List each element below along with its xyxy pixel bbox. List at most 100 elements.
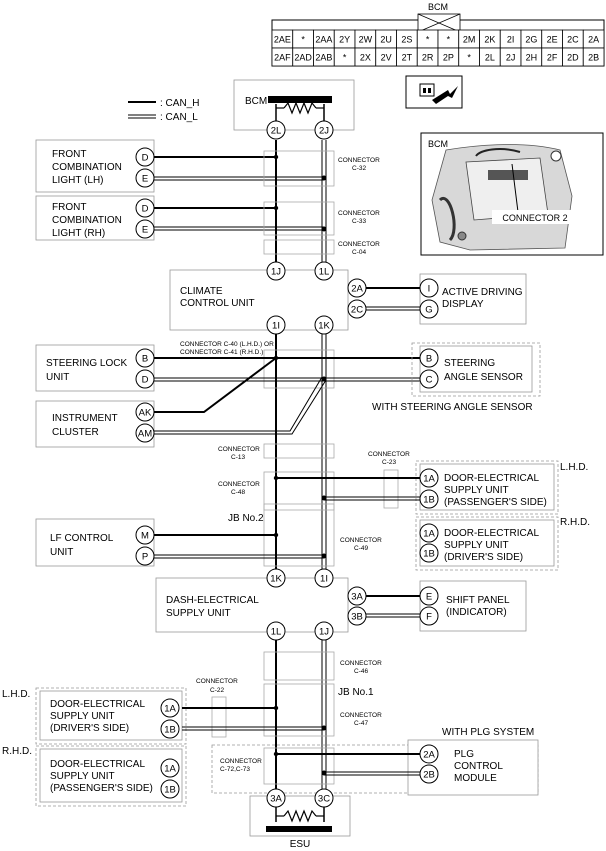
c47-line2: C-47 <box>354 720 368 727</box>
pin-esu-3c: 3C <box>318 794 330 805</box>
c04-line1: CONNECTOR <box>338 241 380 248</box>
front-lh-line1: FRONT <box>52 149 86 160</box>
connector-c13: CONNECTOR C-13 <box>218 443 335 461</box>
bcm-photo-callout: CONNECTOR 2 <box>502 213 567 223</box>
pin-bcm-l: 2J <box>319 126 329 137</box>
connector-c46: CONNECTOR C-46 <box>263 651 382 681</box>
dash-electrical-supply-unit: DASH-ELECTRICAL SUPPLY UNIT 1K 1I 1L 1J … <box>155 568 367 641</box>
bcm-pin-label: 2AD <box>294 53 312 63</box>
c47-line1: CONNECTOR <box>340 712 382 719</box>
bcm-pin-label: 2R <box>422 53 434 63</box>
bcm-pin-label: 2D <box>567 53 579 63</box>
pin-ddt-1a: 1A <box>423 529 435 540</box>
c49-line1: CONNECTOR <box>340 537 382 544</box>
connector-c32-label: CONNECTOR C-32 <box>338 157 380 172</box>
steering-angle-note: WITH STEERING ANGLE SENSOR <box>372 402 533 413</box>
pin-cl-1l: 1L <box>319 267 330 278</box>
legend: : CAN_H : CAN_L <box>128 98 199 123</box>
pin-sa-b: B <box>426 354 432 365</box>
door-pb-line3: (PASSENGER'S SIDE) <box>50 783 153 794</box>
climate-control-unit: CLIMATE CONTROL UNIT 1J 1L 1I 1K 2A 2C <box>169 261 367 335</box>
pin-cl-2a: 2A <box>351 284 363 295</box>
c40-line1: CONNECTOR C-40 (L.H.D.) OR <box>180 341 274 348</box>
pin-ddt-1b: 1B <box>423 549 435 560</box>
bcm-pin-label: 2Y <box>339 35 350 45</box>
pin-lf-p: P <box>142 552 148 563</box>
bcm-pin-label: 2L <box>485 53 495 63</box>
pin-plg-2a: 2A <box>423 750 435 761</box>
pin-dpb-1b: 1B <box>164 785 176 796</box>
c32-line1: CONNECTOR <box>338 157 380 164</box>
steering-lock-line2: UNIT <box>46 372 69 383</box>
pin-lf-m: M <box>141 531 149 542</box>
plg-line2: CONTROL <box>454 761 503 772</box>
door-pb-line1: DOOR-ELECTRICAL <box>50 759 145 770</box>
legend-can-h: : CAN_H <box>160 98 199 109</box>
c33-line2: C-33 <box>352 218 366 225</box>
junction-block-1: JB No.1 CONNECTOR C-47 <box>263 683 382 737</box>
lf-control-unit: LF CONTROL UNIT M P <box>35 518 324 567</box>
pin-frh-d: D <box>142 204 149 215</box>
c48-line1: CONNECTOR <box>218 481 260 488</box>
c22-line1: CONNECTOR <box>196 678 238 685</box>
front-rh-line3: LIGHT (RH) <box>52 228 105 239</box>
pin-cl-2c: 2C <box>351 305 363 316</box>
rhd-label-bottom: R.H.D. <box>2 746 32 757</box>
door-db-line1: DOOR-ELECTRICAL <box>50 699 145 710</box>
bcm-pin-label: 2I <box>507 35 515 45</box>
esu-label: ESU <box>290 839 311 850</box>
pin-sl-d: D <box>142 375 149 386</box>
pin-cl-1k: 1K <box>318 321 330 332</box>
lf-control-line2: UNIT <box>50 547 73 558</box>
plg-note: WITH PLG SYSTEM <box>442 727 534 738</box>
steering-lock-line1: STEERING LOCK <box>46 358 127 369</box>
pin-ddb-1a: 1A <box>164 704 176 715</box>
c72-line1: CONNECTOR <box>220 758 262 765</box>
connector-c23: CONNECTOR C-23 <box>368 451 410 509</box>
door-pt-line2: SUPPLY UNIT <box>444 485 509 496</box>
dash-supply-line2: SUPPLY UNIT <box>166 608 231 619</box>
pin-sl-b: B <box>142 354 148 365</box>
front-lh-line3: LIGHT (LH) <box>52 175 104 186</box>
legend-can-l: : CAN_L <box>160 112 198 123</box>
pin-ds-1j: 1J <box>319 627 329 638</box>
pin-dpt-1a: 1A <box>423 474 435 485</box>
pin-sa-c: C <box>426 375 433 386</box>
bcm-pin-label: 2A <box>588 35 599 45</box>
lf-control-line1: LF CONTROL <box>50 533 114 544</box>
jb2-label: JB No.2 <box>228 513 264 524</box>
pin-ad-g: G <box>425 305 432 316</box>
bcm-pin-label: 2M <box>463 35 476 45</box>
climate-line2: CONTROL UNIT <box>180 298 255 309</box>
pin-ds-3b: 3B <box>351 612 363 623</box>
steering-angle-sensor: B C STEERING ANGLE SENSOR WITH STEERING … <box>372 342 541 413</box>
c72-line2: C-72,C-73 <box>220 766 250 773</box>
pin-sp-e: E <box>426 592 432 603</box>
steering-angle-line1: STEERING <box>444 358 495 369</box>
connector-c40-label: CONNECTOR C-40 (L.H.D.) OR CONNECTOR C-4… <box>180 341 335 389</box>
door-pt-line3: (PASSENGER'S SIDE) <box>444 497 547 508</box>
pin-dpt-1b: 1B <box>423 495 435 506</box>
esu-module: 3A 3C ESU <box>249 788 351 850</box>
pin-plg-2b: 2B <box>423 770 435 781</box>
bcm-pin-label: * <box>343 53 347 63</box>
bcm-pin-label: 2U <box>380 35 392 45</box>
bcm-pin-label: 2AF <box>274 53 291 63</box>
active-driving-line1: ACTIVE DRIVING <box>442 287 523 298</box>
connector-c48: CONNECTOR C-48 <box>218 471 335 511</box>
connector-c22: CONNECTOR C-22 <box>196 678 238 738</box>
pin-ds-1l: 1L <box>271 627 282 638</box>
door-dt-line1: DOOR-ELECTRICAL <box>444 528 539 539</box>
front-lh-line2: COMBINATION <box>52 162 122 173</box>
bcm-photo-title: BCM <box>428 139 448 149</box>
bcm-pin-label: 2T <box>402 53 413 63</box>
lhd-label-top: L.H.D. <box>560 462 588 473</box>
c48-line2: C-48 <box>231 489 245 496</box>
bcm-pin-label: 2AB <box>315 53 332 63</box>
shift-panel-line1: SHIFT PANEL <box>446 595 510 606</box>
front-combination-light-rh: FRONT COMBINATION LIGHT (RH) D E <box>35 195 335 255</box>
instrument-line2: CLUSTER <box>52 427 99 438</box>
